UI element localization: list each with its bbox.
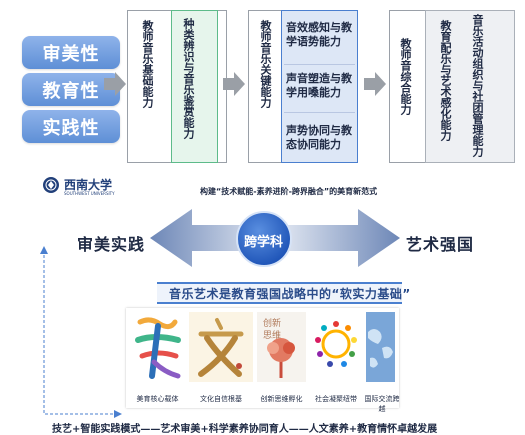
- image-caption: 创新思维孵化: [260, 395, 303, 403]
- key-ability-items-box: [281, 10, 358, 163]
- pill-aesthetic: 审美性: [22, 36, 120, 69]
- soft-power-banner-text: 音乐艺术是教育强国战略中的“软实力基础”: [169, 287, 411, 301]
- image-caption: 国际交流跨越: [364, 395, 400, 413]
- dashed-arrow-icon: [40, 246, 122, 418]
- university-logo: 西南大学 SOUTHWEST UNIVERSITY: [42, 176, 152, 196]
- key-item-3: 声势协同与教态协同能力: [286, 124, 352, 151]
- footer-slogan: 技艺+智能实践模式——艺术审美+科学素养协同育人——人文素养+教育情怀卓越发展: [52, 424, 438, 435]
- image-caption: 美育核心载体: [136, 395, 179, 403]
- art-power-label: 艺术强国: [406, 235, 475, 254]
- world-map-image: [366, 312, 395, 382]
- key-item-1: 音效感知与教学语势能力: [286, 21, 352, 48]
- appreciation-ability-label: 种类辨识与音乐鉴赏能力: [182, 18, 195, 139]
- arrow-right-icon: [364, 72, 386, 96]
- arrow-right-icon: [104, 72, 126, 96]
- wen-calligraphy-image: [189, 312, 253, 382]
- pill-educational: 教育性: [22, 73, 120, 106]
- art-ability-box: [425, 10, 515, 163]
- image-caption: 社会凝聚纽带: [315, 395, 357, 403]
- emblem-icon: [43, 177, 59, 193]
- image-caption: 文化自信根基: [200, 395, 242, 403]
- basic-ability-label: 教师音乐基础能力: [141, 20, 154, 108]
- mei-calligraphy-image: [130, 312, 185, 382]
- svg-text:创新: 创新: [263, 317, 281, 329]
- appreciation-ability-box: [171, 10, 218, 163]
- people-circle-image: [310, 312, 362, 382]
- university-name: 西南大学: [64, 178, 113, 192]
- organize-ability-label: 音乐活动组织与社团管理能力: [471, 14, 484, 157]
- svg-text:思维: 思维: [263, 329, 281, 341]
- divider: [284, 112, 355, 113]
- university-name-en: SOUTHWEST UNIVERSITY: [64, 191, 115, 196]
- arrow-right-icon: [223, 72, 245, 96]
- divider: [284, 64, 355, 65]
- cross-discipline-circle: [236, 211, 292, 267]
- innovation-tree-image: 创新 思维: [257, 312, 306, 382]
- paradigm-heading: 构建“技术赋能-素养进阶-跨界融合”的美育新范式: [200, 187, 378, 196]
- soft-power-banner: [157, 282, 402, 304]
- integrated-ability-label: 教师音综合能力: [399, 38, 412, 115]
- cross-discipline-label: 跨学科: [244, 235, 284, 250]
- key-ability-label: 教师音乐关键能力: [259, 20, 272, 108]
- art-ability-label: 教育配乐与艺术感化能力: [439, 20, 452, 141]
- pill-practical: 实践性: [22, 110, 120, 143]
- key-item-2: 声音塑造与教学用嗓能力: [286, 72, 352, 99]
- aesthetic-practice-label: 审美实践: [77, 235, 146, 254]
